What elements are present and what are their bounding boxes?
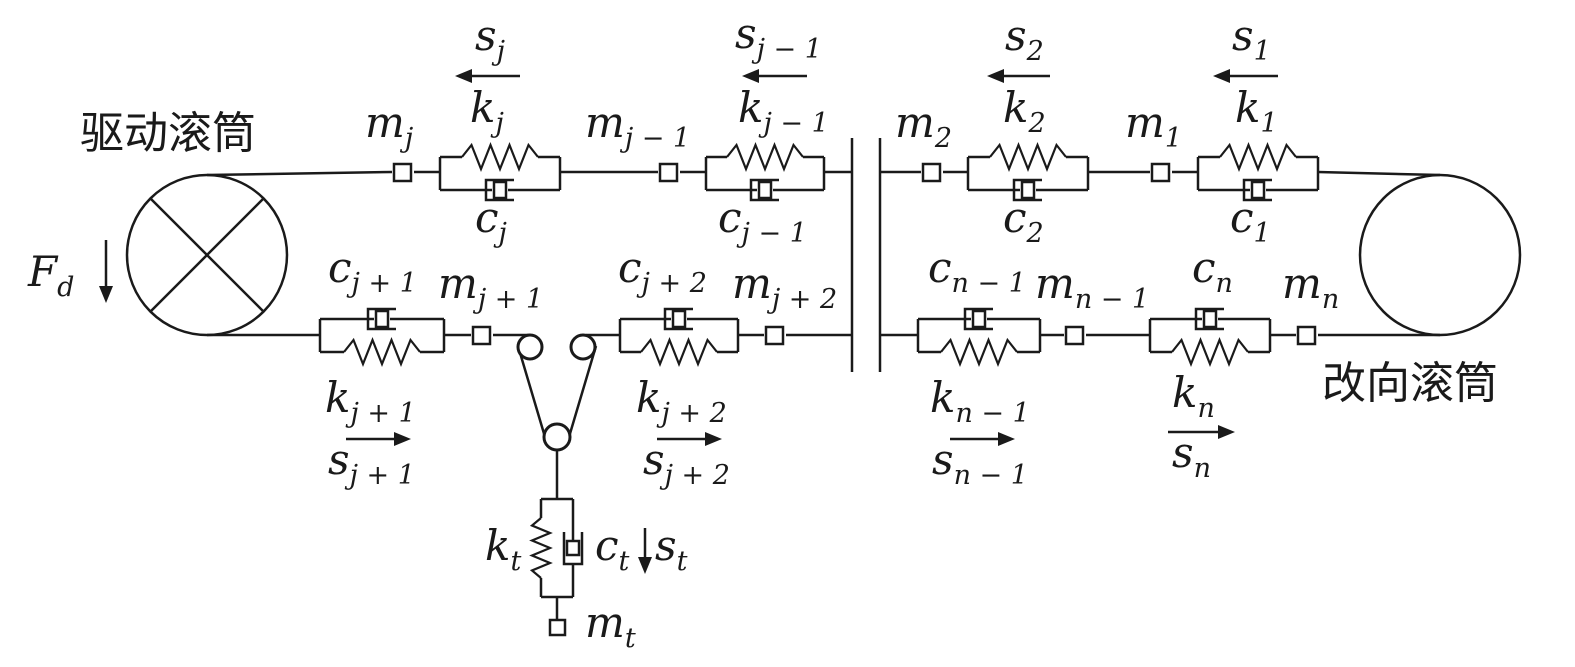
mass-m-j+2 — [764, 325, 785, 346]
mass-m-t — [548, 618, 567, 637]
spring-damper-1 — [1196, 142, 1320, 202]
label-k-j: kj — [470, 83, 504, 139]
label-s-1: s1 — [1232, 11, 1271, 67]
mass-m-n — [1296, 325, 1317, 346]
spring-damper-n — [1148, 307, 1272, 367]
mass-m-j-1 — [658, 162, 679, 183]
label-c-n: cn — [1192, 243, 1233, 299]
label-s-j+1: sj + 1 — [328, 435, 415, 491]
label-c-j: cj — [475, 193, 507, 249]
label-m-j+1: mj + 1 — [438, 259, 543, 315]
mass-m-n-1 — [1064, 325, 1085, 346]
label-c-2: c2 — [1003, 193, 1044, 249]
label-c-n-1: cn − 1 — [928, 243, 1026, 299]
spring-damper-j-1 — [704, 142, 826, 202]
mass-m-1 — [1150, 162, 1171, 183]
label-s-n: sn — [1172, 428, 1211, 484]
take-up-pulley-bottom — [542, 422, 572, 452]
label-c-j-1: cj − 1 — [718, 193, 807, 249]
belt-upper-left — [206, 170, 852, 177]
mass-m-j — [392, 162, 413, 183]
label-s-t: st — [655, 521, 688, 577]
label-s-2: s2 — [1005, 11, 1044, 67]
label-m-1: m1 — [1125, 98, 1182, 154]
label-s-j-1: sj − 1 — [735, 9, 822, 65]
label-m-n-1: mn − 1 — [1035, 259, 1149, 315]
label-k-1: k1 — [1235, 83, 1278, 139]
spring-damper-j — [438, 142, 562, 202]
return-drum-label: 改向滚筒 — [1322, 358, 1498, 409]
label-m-j: mj — [365, 98, 413, 154]
spring-damper-n-1 — [916, 307, 1042, 367]
label-k-2: k2 — [1003, 83, 1046, 139]
label-s-n-1: sn − 1 — [932, 435, 1028, 491]
drive-drum-label: 驱动滚筒 — [80, 108, 256, 159]
label-F-d: Fd — [27, 247, 74, 303]
masses — [392, 162, 1317, 637]
label-m-t: mt — [585, 598, 636, 654]
return-drum — [1358, 173, 1522, 337]
label-c-t: ct — [595, 521, 630, 577]
label-c-1: c1 — [1230, 193, 1271, 249]
spring-damper-j+1 — [318, 307, 446, 367]
label-m-n: mn — [1282, 259, 1339, 315]
spring-damper-j+2 — [618, 307, 740, 367]
drive-drum — [125, 173, 289, 337]
label-m-2: m2 — [895, 98, 952, 154]
mass-m-2 — [921, 162, 942, 183]
spring-damper-t — [529, 497, 584, 599]
arrows — [99, 69, 1278, 574]
label-k-t: kt — [485, 521, 521, 577]
take-up-assembly — [516, 333, 598, 620]
take-up-pulley-left — [516, 333, 544, 361]
label-s-j+2: sj + 2 — [643, 435, 730, 491]
label-k-j-1: kj − 1 — [738, 83, 829, 139]
belt-upper-right — [880, 170, 1441, 177]
take-up-pulley-right — [569, 333, 597, 361]
label-k-n: kn — [1172, 368, 1215, 424]
label-k-j+1: kj + 1 — [325, 373, 416, 429]
math-labels: Fd sj kj mj cj sj − 1 kj − 1 mj − 1 cj −… — [27, 9, 1339, 654]
label-c-j+2: cj + 2 — [618, 243, 707, 299]
label-m-j-1: mj − 1 — [585, 98, 690, 154]
spring-damper-2 — [966, 142, 1090, 202]
mass-m-j+1 — [471, 325, 492, 346]
label-m-j+2: mj + 2 — [732, 259, 837, 315]
label-s-j: sj — [475, 11, 505, 67]
label-c-j+1: cj + 1 — [328, 243, 417, 299]
label-k-j+2: kj + 2 — [636, 373, 727, 429]
section-break — [850, 138, 882, 372]
label-k-n-1: kn − 1 — [930, 373, 1030, 429]
